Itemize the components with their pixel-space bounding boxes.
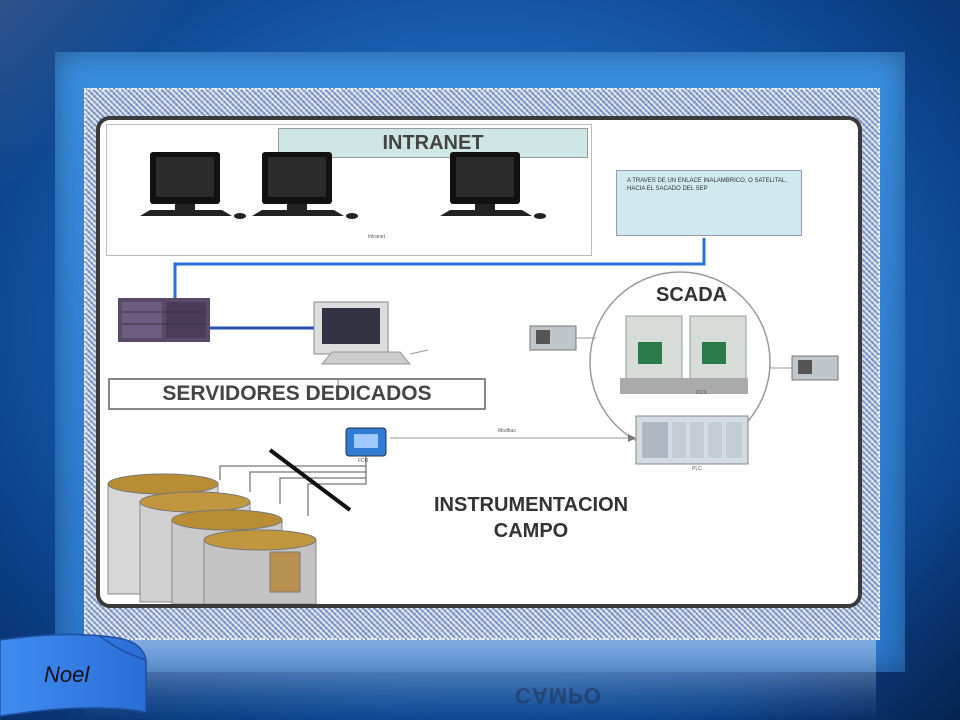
workstation-2-icon [252, 152, 358, 219]
intranet-region [106, 124, 592, 256]
workstation-1-icon [140, 152, 246, 219]
diagram-panel: INTRANET Intranet A TRAVES DE UN ENLACE … [96, 116, 862, 608]
left-device-icon [529, 325, 596, 351]
intranet-small-label: Intranet [368, 234, 385, 240]
dcs-label: DCS [696, 390, 707, 396]
right-device-icon [770, 355, 839, 381]
author-tag-icon [0, 633, 147, 717]
panel-reflection [84, 640, 876, 720]
plc-icon [635, 415, 749, 465]
server-rack-icon [118, 298, 210, 342]
instrumentacion-line: INSTRUMENTACION [434, 494, 629, 516]
modbus-label: Modbus [498, 428, 516, 434]
plc-label: PLC [692, 466, 702, 472]
workstation-3-icon [440, 152, 546, 219]
servidores-label: SERVIDORES DEDICADOS [108, 378, 486, 410]
scada-consoles-icon [620, 315, 748, 394]
instrumentacion-label: INSTRUMENTACION CAMPO [434, 492, 628, 544]
scada-label: SCADA [656, 284, 728, 306]
fcu-label: FCU [358, 458, 369, 464]
server-workstation-icon [313, 301, 429, 365]
author-name: Noel [44, 662, 90, 687]
tanks-icon [107, 473, 317, 604]
campo-line: CAMPO [493, 520, 569, 542]
uplink-line [173, 238, 706, 310]
network-diagram [107, 152, 839, 604]
link-note: A TRAVES DE UN ENLACE INALAMBRICO, O SAT… [616, 170, 802, 236]
reflected-campo-text: CAMPO [515, 683, 602, 708]
fcu-icon [345, 427, 387, 457]
